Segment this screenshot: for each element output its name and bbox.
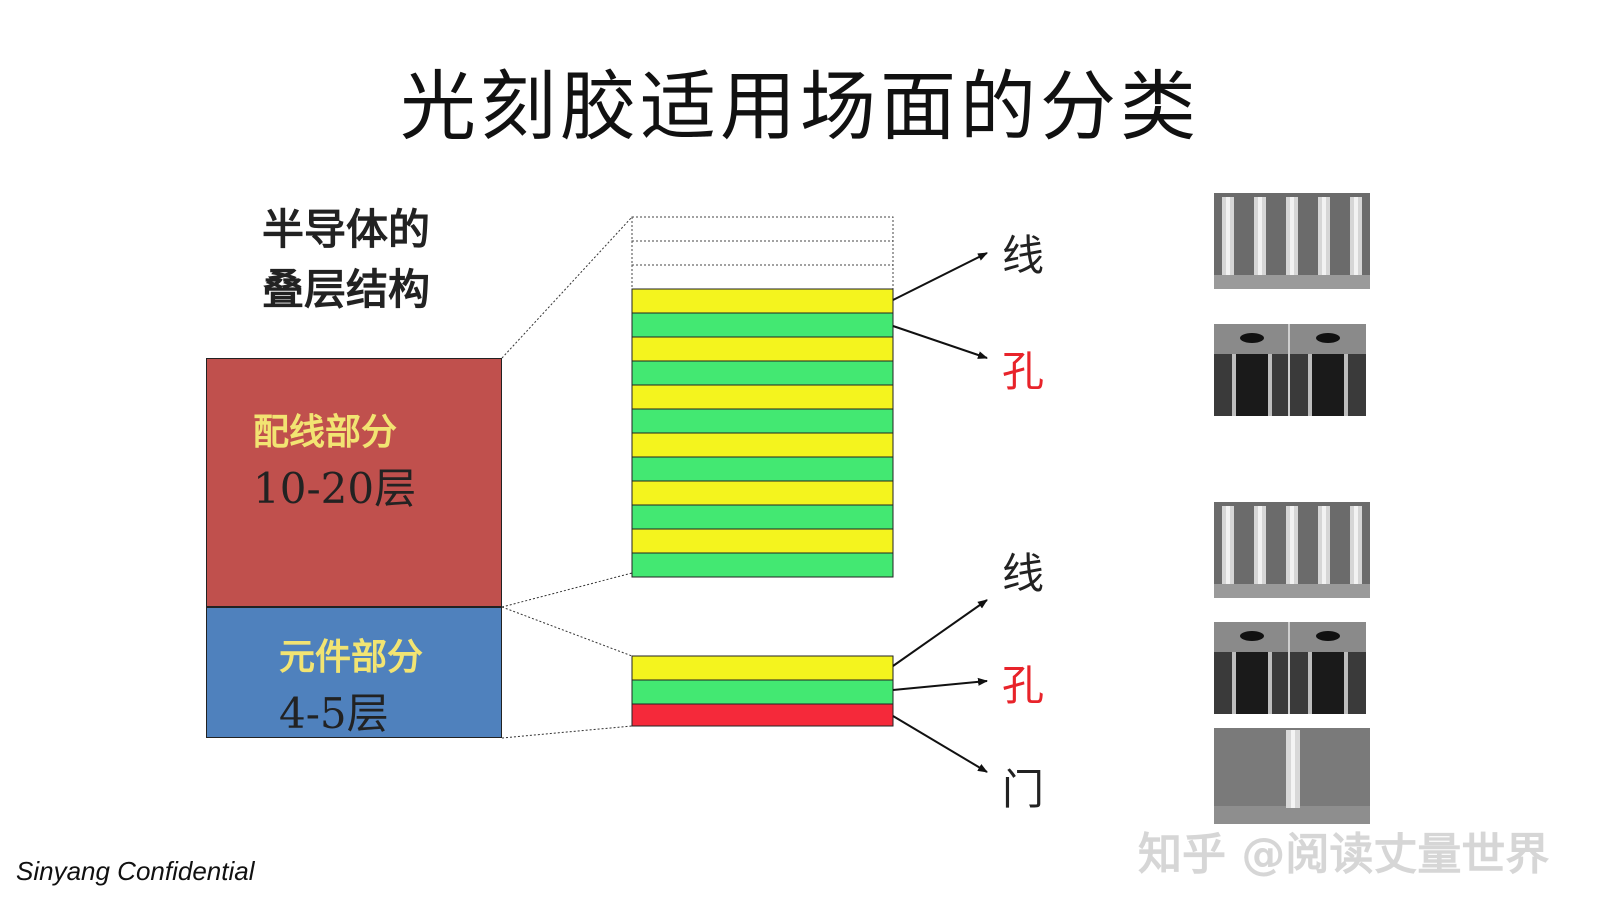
layer-green: [631, 552, 894, 578]
arrow-lower-hole: [892, 677, 988, 691]
arrow-lower-line: [892, 599, 988, 667]
layer-yellow: [631, 480, 894, 506]
zoom-line-mid-lower: [501, 606, 633, 657]
layer-yellow: [631, 384, 894, 410]
tag-lower-hole: 孔: [1002, 661, 1045, 710]
tag-upper-line: 线: [1002, 231, 1045, 280]
wiring-block: 配线部分 10-20层: [206, 358, 502, 607]
device-label: 元件部分: [279, 637, 424, 678]
gate-sem-image: [1214, 728, 1370, 824]
layer-green: [631, 408, 894, 434]
tag-upper-hole: 孔: [1002, 347, 1045, 396]
layer-yellow: [631, 336, 894, 362]
subtitle-line-2: 叠层结构: [262, 265, 431, 314]
layer-red: [631, 703, 894, 727]
upper-empty-layers: [631, 216, 894, 290]
upper-layer-stack: [631, 288, 894, 578]
page-title: 光刻胶适用场面的分类: [400, 62, 1200, 151]
layer-yellow: [631, 528, 894, 554]
layer-yellow: [631, 432, 894, 458]
empty-layer: [631, 264, 894, 290]
line-sem-image: [1214, 502, 1370, 598]
footer-confidential: Sinyang Confidential: [16, 856, 255, 886]
tag-lower-line: 线: [1002, 549, 1045, 598]
empty-layer: [631, 216, 894, 242]
layer-yellow: [631, 655, 894, 681]
layer-green: [631, 679, 894, 705]
layer-green: [631, 360, 894, 386]
layer-green: [631, 504, 894, 530]
layer-green: [631, 312, 894, 338]
arrow-upper-line: [892, 252, 988, 301]
device-count: 4-5层: [279, 689, 389, 738]
empty-layer: [631, 240, 894, 266]
subtitle: 半导体的 叠层结构: [262, 200, 430, 320]
zoom-line-top: [501, 216, 633, 359]
layer-green: [631, 456, 894, 482]
layer-yellow: [631, 288, 894, 314]
zoom-line-bottom: [501, 725, 633, 739]
lower-layer-stack: [631, 655, 894, 727]
hole-sem-image: [1214, 622, 1366, 714]
arrow-upper-hole: [892, 325, 988, 359]
wiring-label: 配线部分: [253, 412, 398, 453]
wiring-count: 10-20层: [253, 464, 417, 513]
subtitle-line-1: 半导体的: [262, 205, 431, 254]
watermark: 知乎 @阅读丈量世界: [1138, 829, 1550, 880]
hole-sem-image: [1214, 324, 1366, 416]
zoom-line-mid-upper: [501, 572, 633, 608]
tag-lower-gate: 门: [1002, 765, 1045, 814]
line-sem-image: [1214, 193, 1370, 289]
device-block: 元件部分 4-5层: [206, 607, 502, 738]
arrow-lower-gate: [892, 715, 988, 773]
